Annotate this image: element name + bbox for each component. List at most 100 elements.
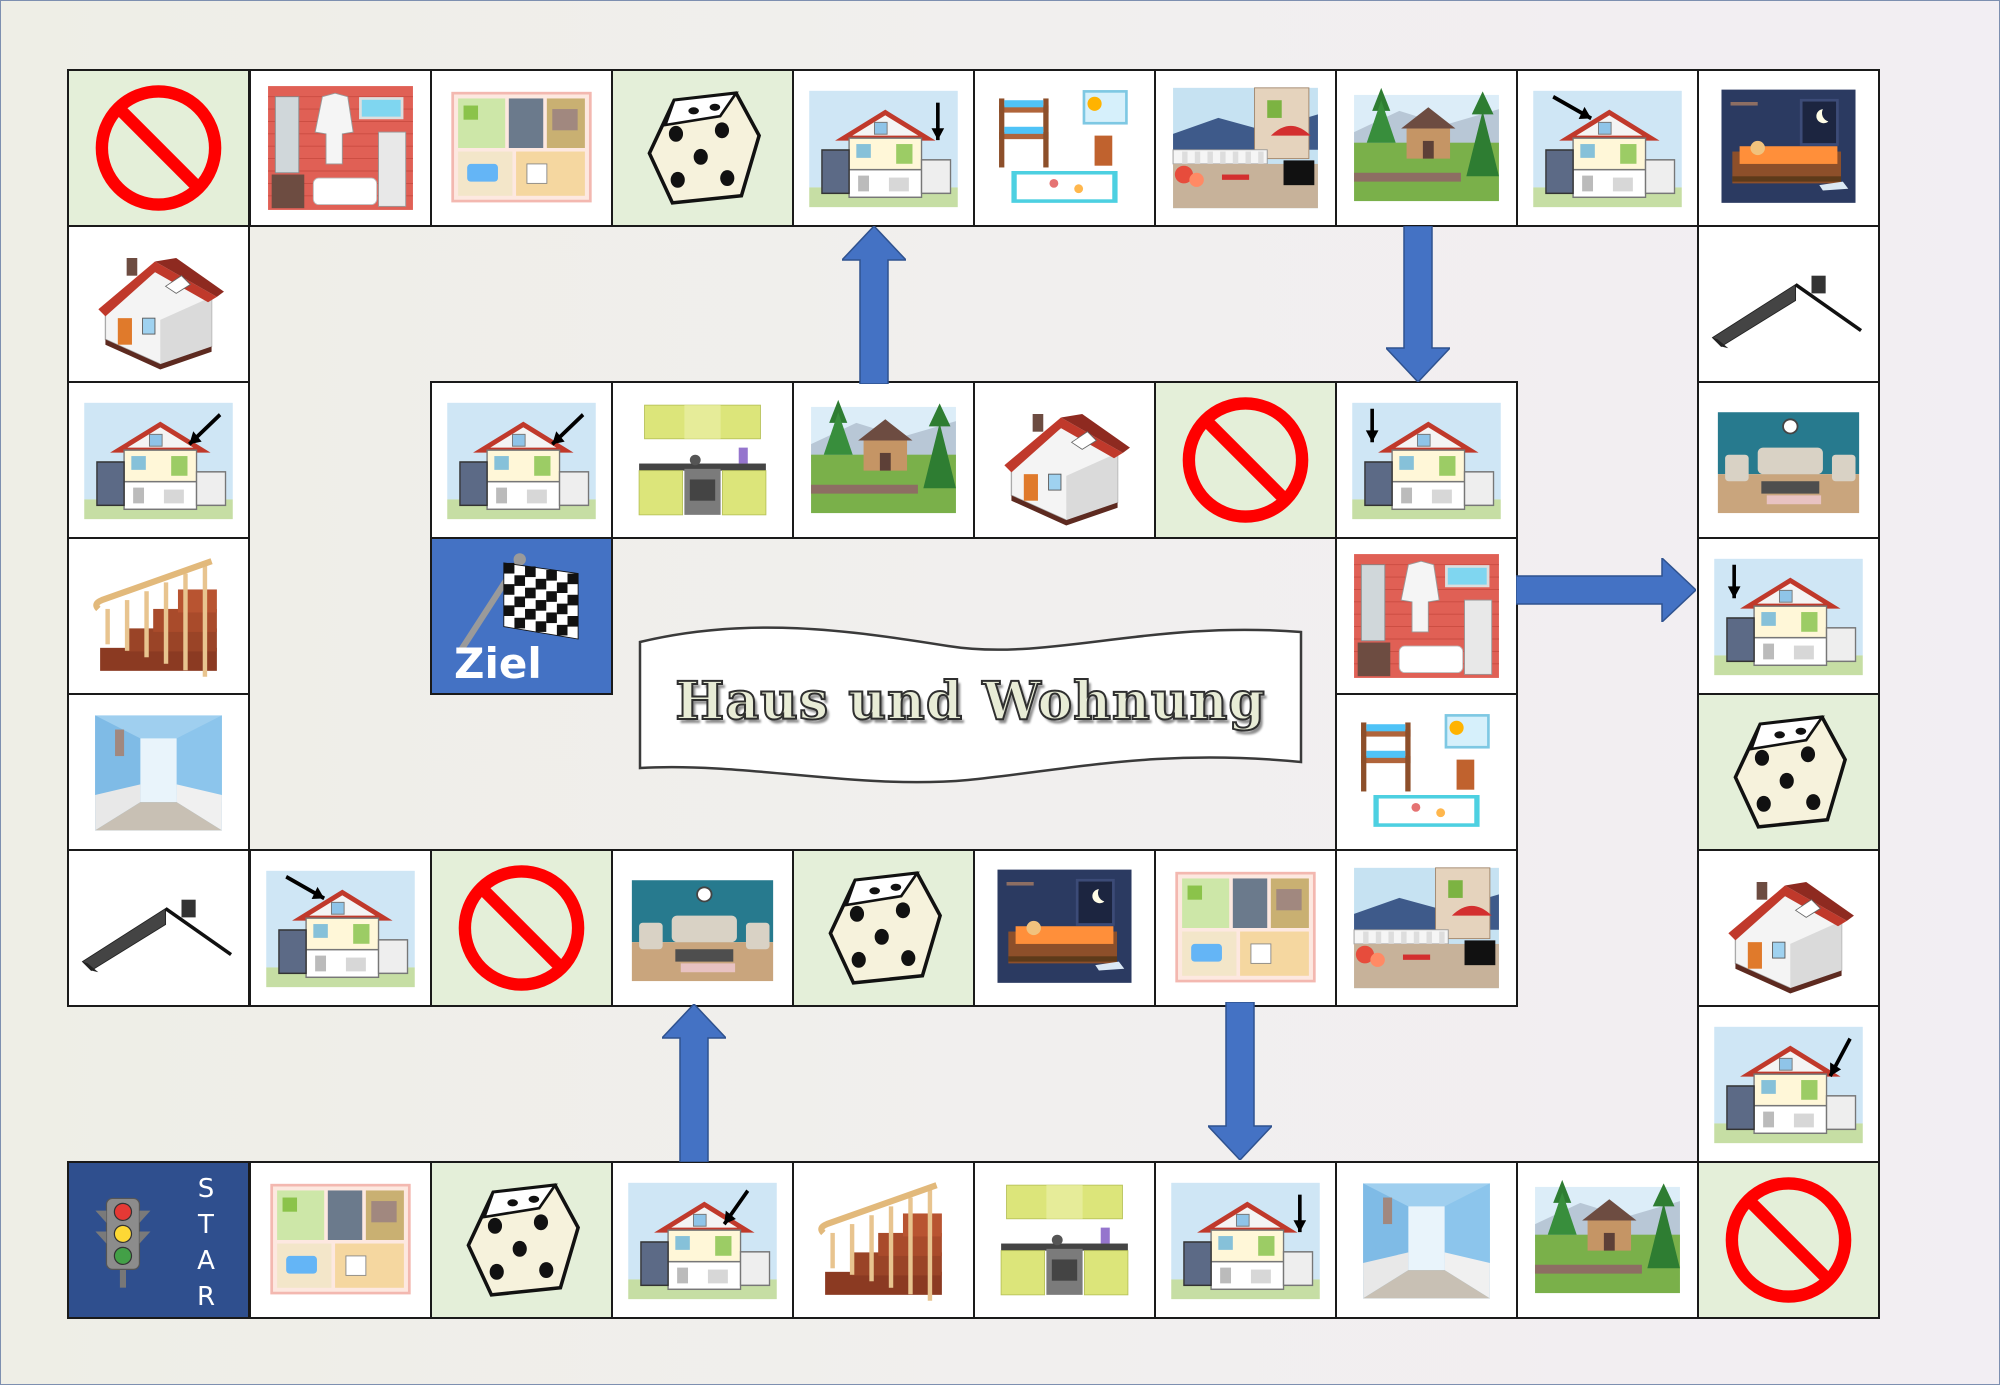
board-cell-die-five bbox=[611, 69, 794, 227]
house-cutaway-arrow-icon bbox=[259, 859, 422, 997]
goal-label: Ziel bbox=[454, 639, 542, 688]
bedroom-night-icon bbox=[1707, 79, 1870, 217]
board-cell-stairs bbox=[792, 1161, 975, 1319]
board-cell-traffic-light: START bbox=[67, 1161, 250, 1319]
board-cell-country-house bbox=[1335, 69, 1518, 227]
board-cell-house-cutaway-arrow bbox=[430, 381, 613, 539]
no-entry-sign-icon bbox=[1164, 391, 1327, 529]
board-cell-finish-flag: Ziel bbox=[430, 537, 613, 695]
living-room-icon bbox=[1707, 391, 1870, 529]
board-cell-floor-plan bbox=[430, 69, 613, 227]
board-cell-no-entry-sign bbox=[430, 849, 613, 1007]
board-cell-house-cutaway-arrow bbox=[1154, 1161, 1337, 1319]
stairs-icon bbox=[802, 1171, 965, 1309]
hallway-icon bbox=[1345, 1171, 1508, 1309]
country-house-icon bbox=[1526, 1171, 1689, 1309]
board-cell-no-entry-sign bbox=[1697, 1161, 1880, 1319]
bathroom-icon bbox=[1345, 547, 1508, 685]
board-cell-no-entry-sign bbox=[1154, 381, 1337, 539]
die-five-icon bbox=[440, 1171, 603, 1309]
board-cell-kitchen bbox=[973, 1161, 1156, 1319]
board-cell-hallway bbox=[1335, 1161, 1518, 1319]
title-banner: Haus und Wohnung bbox=[638, 612, 1303, 790]
board-cell-floor-plan bbox=[249, 1161, 432, 1319]
finish-flag-icon bbox=[440, 547, 603, 685]
board-cell-house-cutaway-arrow bbox=[67, 381, 250, 539]
house-icon bbox=[1707, 859, 1870, 997]
die-five-icon bbox=[1707, 703, 1870, 841]
house-cutaway-arrow-icon bbox=[1707, 547, 1870, 685]
board-cell-roof bbox=[67, 849, 250, 1007]
house-cutaway-arrow-icon bbox=[802, 79, 965, 217]
no-entry-sign-icon bbox=[1707, 1171, 1870, 1309]
board-cell-stairs bbox=[67, 537, 250, 695]
board-cell-kids-room bbox=[973, 69, 1156, 227]
bedroom-night-icon bbox=[983, 859, 1146, 997]
board-cell-floor-plan bbox=[1154, 849, 1337, 1007]
board-cell-house-cutaway-arrow bbox=[1335, 381, 1518, 539]
board-cell-roof bbox=[1697, 225, 1880, 383]
arrow-up-bottom-icon bbox=[662, 1004, 726, 1162]
roof-icon bbox=[1707, 235, 1870, 373]
arrow-up-top-icon bbox=[842, 226, 906, 384]
banner-scroll-icon bbox=[638, 626, 1303, 784]
traffic-light-icon bbox=[71, 1171, 181, 1309]
arrow-down-top-icon bbox=[1386, 226, 1450, 382]
living-room-icon bbox=[621, 859, 784, 997]
board-cell-kitchen bbox=[611, 381, 794, 539]
board-cell-kids-room bbox=[1335, 693, 1518, 851]
no-entry-sign-icon bbox=[440, 859, 603, 997]
board-cell-bedroom-night bbox=[973, 849, 1156, 1007]
kitchen-icon bbox=[621, 391, 784, 529]
board-cell-terrace bbox=[1335, 849, 1518, 1007]
house-icon bbox=[983, 391, 1146, 529]
roof-icon bbox=[77, 859, 240, 997]
floor-plan-icon bbox=[259, 1171, 422, 1309]
board-cell-bathroom bbox=[1335, 537, 1518, 695]
board-cell-hallway bbox=[67, 693, 250, 851]
house-cutaway-arrow-icon bbox=[1345, 391, 1508, 529]
no-entry-sign-icon bbox=[77, 79, 240, 217]
die-five-icon bbox=[621, 79, 784, 217]
terrace-icon bbox=[1164, 79, 1327, 217]
board-cell-house bbox=[1697, 849, 1880, 1007]
floor-plan-icon bbox=[440, 79, 603, 217]
board-cell-bathroom bbox=[249, 69, 432, 227]
stairs-icon bbox=[77, 547, 240, 685]
kids-room-icon bbox=[983, 79, 1146, 217]
board-cell-house-cutaway-arrow bbox=[1697, 537, 1880, 695]
country-house-icon bbox=[802, 391, 965, 529]
board-cell-living-room bbox=[1697, 381, 1880, 539]
board-cell-house-cutaway-arrow bbox=[1516, 69, 1699, 227]
kitchen-icon bbox=[983, 1171, 1146, 1309]
house-cutaway-arrow-icon bbox=[440, 391, 603, 529]
house-cutaway-arrow-icon bbox=[1707, 1015, 1870, 1153]
terrace-icon bbox=[1345, 859, 1508, 997]
country-house-icon bbox=[1345, 79, 1508, 217]
board-cell-bedroom-night bbox=[1697, 69, 1880, 227]
board-cell-terrace bbox=[1154, 69, 1337, 227]
board-cell-no-entry-sign bbox=[67, 69, 250, 227]
board-cell-house-cutaway-arrow bbox=[1697, 1005, 1880, 1163]
floor-plan-icon bbox=[1164, 859, 1327, 997]
board-cell-house bbox=[973, 381, 1156, 539]
board-cell-house bbox=[67, 225, 250, 383]
board-cell-living-room bbox=[611, 849, 794, 1007]
bathroom-icon bbox=[259, 79, 422, 217]
house-cutaway-arrow-icon bbox=[621, 1171, 784, 1309]
arrow-down-bottom-icon bbox=[1208, 1002, 1272, 1160]
board-title: Haus und Wohnung bbox=[674, 670, 1266, 733]
board-cell-house-cutaway-arrow bbox=[249, 849, 432, 1007]
house-cutaway-arrow-icon bbox=[77, 391, 240, 529]
house-cutaway-arrow-icon bbox=[1526, 79, 1689, 217]
die-five-icon bbox=[802, 859, 965, 997]
board-cell-die-five bbox=[1697, 693, 1880, 851]
start-label: START bbox=[196, 1174, 216, 1312]
board-cell-die-five bbox=[430, 1161, 613, 1319]
hallway-icon bbox=[77, 703, 240, 841]
house-icon bbox=[77, 235, 240, 373]
board-cell-die-five bbox=[792, 849, 975, 1007]
board-cell-house-cutaway-arrow bbox=[611, 1161, 794, 1319]
kids-room-icon bbox=[1345, 703, 1508, 841]
